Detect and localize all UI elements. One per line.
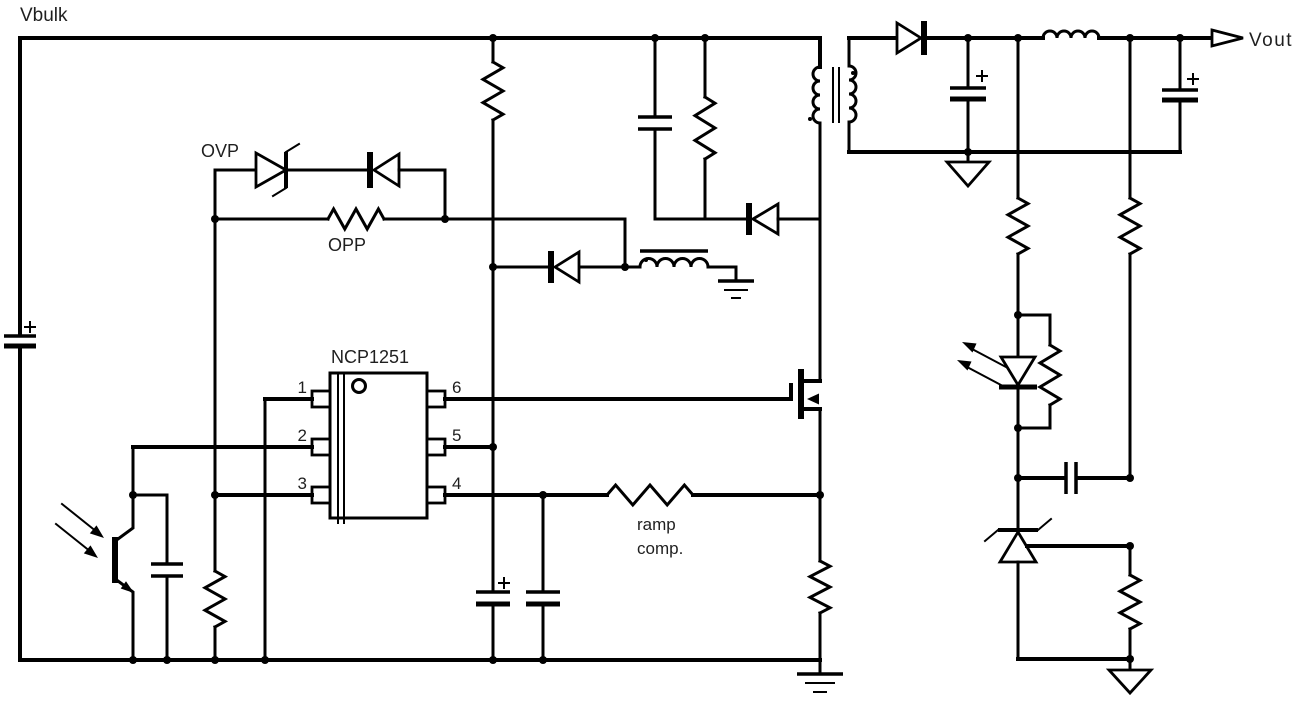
tl431-shunt-regulator <box>983 476 1132 661</box>
aux-ground <box>718 279 754 299</box>
ramp-comp-label-line1: ramp <box>637 515 676 534</box>
junction-dots <box>129 34 1184 664</box>
secondary-ground <box>943 150 993 189</box>
upper-divider-branch <box>1004 36 1032 317</box>
pin1-label: 1 <box>298 378 307 397</box>
feedback-ground <box>1105 657 1155 696</box>
pin1-gnd-wire <box>263 397 314 662</box>
current-sense-resistor <box>806 558 834 616</box>
cs-filter-branch <box>526 493 560 662</box>
pin6-pad <box>425 389 447 409</box>
ncp1251-controller <box>310 371 447 524</box>
snubber-resistor <box>692 94 718 162</box>
parallel-branch-resistor <box>1116 195 1144 257</box>
primary-phase-dot <box>808 117 812 121</box>
led-parallel-resistor-branch <box>1016 313 1063 430</box>
vout-arrow <box>1210 28 1244 48</box>
parallel-branch <box>1116 36 1144 480</box>
opto-emitter-arrow <box>120 581 134 593</box>
fb-filter-capacitor <box>151 562 183 578</box>
ic-name-label: NCP1251 <box>331 347 409 367</box>
pin1-pad <box>310 389 332 409</box>
post-filter-inductor <box>1041 29 1101 40</box>
pin6-label: 6 <box>452 378 461 397</box>
pin4-pad <box>425 485 447 505</box>
pin2-fb-wire <box>131 445 314 497</box>
bulk-capacitor <box>4 321 36 349</box>
ovp-blocking-diode <box>367 151 401 189</box>
light-out-arrows <box>957 342 1008 387</box>
mosfet-arrow <box>807 393 819 405</box>
compensation-branch <box>1016 426 1132 494</box>
lower-divider-resistor <box>1116 572 1144 632</box>
secondary-phase-dot <box>851 71 855 75</box>
primary-ground <box>797 658 843 693</box>
ramp-comp-label-line2: comp. <box>637 539 683 558</box>
pin4-label: 4 <box>452 474 461 493</box>
opp-label: OPP <box>328 235 366 255</box>
aux-rectifier-diode <box>548 249 581 285</box>
startup-resistor <box>480 59 506 123</box>
secondary-rectifier-diode <box>895 20 927 56</box>
snubber-capacitor <box>638 115 672 131</box>
snubber-network <box>638 36 822 237</box>
aux-rectifier <box>491 249 627 285</box>
light-in-arrows <box>54 502 104 558</box>
ovp-zener-diode <box>254 142 301 198</box>
output-capacitor-1 <box>943 36 993 189</box>
feedback-bottom-rail <box>1016 657 1155 696</box>
vbulk-label: Vbulk <box>20 5 68 26</box>
flyback-transformer <box>808 36 858 383</box>
aux-phase-dot <box>644 258 648 262</box>
snubber-diode <box>746 201 780 237</box>
pin1-marker <box>351 378 367 394</box>
aux-winding <box>638 257 710 269</box>
led-parallel-resistor <box>1037 342 1063 408</box>
compensation-capacitor <box>1064 462 1078 494</box>
optocoupler-led <box>957 313 1038 430</box>
opp-resistor <box>325 205 387 233</box>
pin5-pad <box>425 437 447 457</box>
pin2-pad <box>310 437 332 457</box>
pin4-cs-wire <box>443 482 822 508</box>
ramp-comp-resistor <box>604 482 696 508</box>
output-rail <box>847 20 1244 56</box>
vbulk-top-rail <box>18 36 822 69</box>
aux-winding-branch <box>623 249 754 299</box>
pin3-column <box>201 168 229 662</box>
opp-branch <box>213 205 627 269</box>
output-capacitor-2 <box>1162 36 1199 154</box>
primary-winding <box>811 65 822 125</box>
transformer-core <box>832 67 840 123</box>
fb-filter-branch <box>131 493 183 662</box>
pin3-label: 3 <box>298 474 307 493</box>
pin3-resistor <box>201 568 229 630</box>
ovp-branch <box>213 142 447 221</box>
secondary-winding <box>847 64 858 124</box>
source-column <box>797 407 843 693</box>
pin3-pad <box>310 485 332 505</box>
lower-divider-branch <box>1116 544 1144 661</box>
vout-label: Vout <box>1249 30 1293 51</box>
pin2-label: 2 <box>298 426 307 445</box>
power-mosfet <box>789 369 822 419</box>
vcc-column <box>476 36 510 662</box>
upper-divider-resistor <box>1004 195 1032 257</box>
ovp-label: OVP <box>201 141 239 161</box>
cs-filter-capacitor <box>526 590 560 607</box>
optocoupler-phototransistor <box>54 493 135 662</box>
pin5-label: 5 <box>452 426 461 445</box>
